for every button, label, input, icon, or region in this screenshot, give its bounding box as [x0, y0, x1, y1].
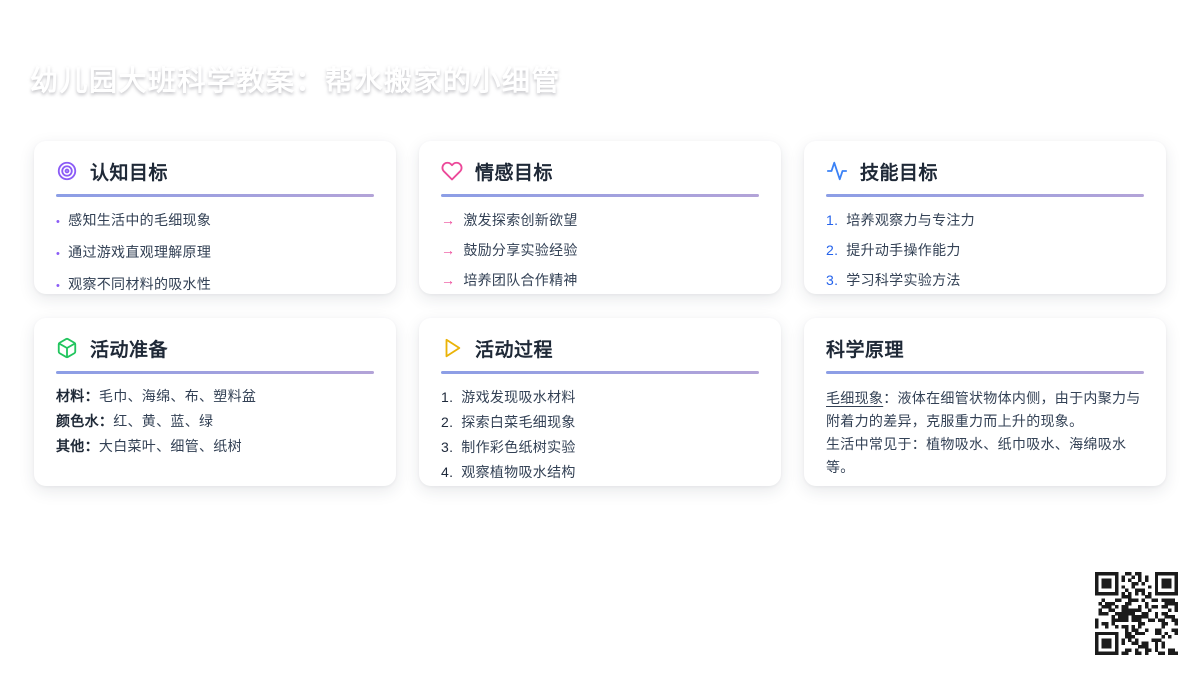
header-underline — [56, 194, 374, 197]
prep-line: 材料：毛巾、海绵、布、塑料盆 — [56, 388, 374, 405]
arrow-marker: → — [441, 212, 456, 228]
list-item: • 观察不同材料的吸水性 — [56, 276, 374, 295]
number-marker: 4. — [441, 464, 454, 480]
examples-text: 生活中常见于：植物吸水、纸巾吸水、海绵吸水等。 — [826, 436, 1127, 475]
card-title: 技能目标 — [860, 162, 939, 184]
target-icon — [56, 160, 78, 182]
header-underline — [826, 371, 1144, 374]
prep-value: 大白菜叶、细管、纸树 — [98, 438, 242, 454]
number-marker: 2. — [441, 414, 454, 430]
card-header: 活动过程 — [441, 334, 759, 362]
bullet-marker: • — [56, 280, 61, 292]
science-paragraphs: 毛细现象：液体在细管状物体内侧，由于内聚力与附着力的差异，克服重力而上升的现象。… — [826, 387, 1144, 479]
play-icon — [441, 337, 463, 359]
list-item-text: 感知生活中的毛细现象 — [68, 212, 212, 228]
list-item-text: 鼓励分享实验经验 — [463, 242, 578, 258]
card-title: 活动准备 — [90, 339, 169, 361]
bullet-marker: • — [56, 216, 61, 228]
number-marker: 2. — [826, 242, 839, 258]
list-item: 4. 观察植物吸水结构 — [441, 464, 759, 481]
prep-value: 毛巾、海绵、布、塑料盆 — [98, 388, 257, 404]
prep-label: 其他： — [56, 438, 99, 454]
card-header: 情感目标 — [441, 157, 759, 185]
arrow-marker: → — [441, 272, 456, 288]
number-marker: 1. — [441, 389, 454, 405]
list-item: 3. 制作彩色纸树实验 — [441, 439, 759, 456]
card-title: 活动过程 — [475, 339, 554, 361]
science-definition: 毛细现象：液体在细管状物体内侧，由于内聚力与附着力的差异，克服重力而上升的现象。 — [826, 387, 1144, 433]
definition-text: ：液体在细管状物体内侧，由于内聚力与附着力的差异，克服重力而上升的现象。 — [826, 390, 1141, 429]
prep-line: 颜色水：红、黄、蓝、绿 — [56, 413, 374, 430]
underlined-term: 毛细现象 — [826, 390, 884, 406]
list-item-text: 观察不同材料的吸水性 — [68, 276, 212, 292]
page-title: 幼儿园大班科学教案：帮水搬家的小细管 — [30, 64, 562, 96]
number-marker: 3. — [826, 272, 839, 288]
prep-value: 红、黄、蓝、绿 — [113, 413, 214, 429]
card-header: 认知目标 — [56, 157, 374, 185]
card-emotional-goals: 情感目标 → 激发探索创新欲望 → 鼓励分享实验经验 → 培养团队合作精神 — [419, 141, 781, 294]
list-item: • 感知生活中的毛细现象 — [56, 212, 374, 231]
list-item: 2. 探索白菜毛细现象 — [441, 414, 759, 431]
science-examples: 生活中常见于：植物吸水、纸巾吸水、海绵吸水等。 — [826, 433, 1144, 479]
list-item-text: 提升动手操作能力 — [846, 242, 961, 258]
card-skill-goals: 技能目标 1. 培养观察力与专注力 2. 提升动手操作能力 3. 学习科学实验方法 — [804, 141, 1166, 294]
box-icon — [56, 337, 78, 359]
activity-icon — [826, 160, 848, 182]
list-item: 1. 培养观察力与专注力 — [826, 212, 1144, 229]
list-item-text: 游戏发现吸水材料 — [461, 389, 576, 405]
qr-code — [1095, 572, 1179, 656]
card-grid: 认知目标 • 感知生活中的毛细现象 • 通过游戏直观理解原理 • 观察不同材料的吸水性… — [34, 141, 1166, 486]
list-item: 1. 游戏发现吸水材料 — [441, 389, 759, 406]
numbered-list: 1. 培养观察力与专注力 2. 提升动手操作能力 3. 学习科学实验方法 — [826, 212, 1144, 289]
header-underline — [56, 371, 374, 374]
arrow-marker: → — [441, 242, 456, 258]
bullet-marker: • — [56, 248, 61, 260]
list-item: • 通过游戏直观理解原理 — [56, 244, 374, 263]
card-activity-preparation: 活动准备 材料：毛巾、海绵、布、塑料盆 颜色水：红、黄、蓝、绿 其他：大白菜叶、… — [34, 318, 396, 486]
list-item-text: 观察植物吸水结构 — [461, 464, 576, 480]
number-marker: 3. — [441, 439, 454, 455]
prep-label: 材料： — [56, 388, 99, 404]
card-header: 科学原理 — [826, 334, 1144, 362]
list-item: → 激发探索创新欲望 — [441, 212, 759, 229]
list-item-text: 探索白菜毛细现象 — [461, 414, 576, 430]
card-header: 技能目标 — [826, 157, 1144, 185]
list-item-text: 培养团队合作精神 — [463, 272, 578, 288]
list-item-text: 激发探索创新欲望 — [463, 212, 578, 228]
list-item-text: 学习科学实验方法 — [846, 272, 961, 288]
prep-line: 其他：大白菜叶、细管、纸树 — [56, 438, 374, 455]
heart-icon — [441, 160, 463, 182]
list-item-text: 培养观察力与专注力 — [846, 212, 975, 228]
list-item: 2. 提升动手操作能力 — [826, 242, 1144, 259]
arrow-list: → 激发探索创新欲望 → 鼓励分享实验经验 → 培养团队合作精神 — [441, 212, 759, 289]
header-underline — [826, 194, 1144, 197]
numbered-list: 1. 游戏发现吸水材料 2. 探索白菜毛细现象 3. 制作彩色纸树实验 4. 观察植物吸… — [441, 389, 759, 481]
number-marker: 1. — [826, 212, 839, 228]
card-title: 认知目标 — [90, 162, 169, 184]
card-title: 科学原理 — [826, 339, 905, 361]
list-item: → 鼓励分享实验经验 — [441, 242, 759, 259]
list-item: → 培养团队合作精神 — [441, 272, 759, 289]
card-cognitive-goals: 认知目标 • 感知生活中的毛细现象 • 通过游戏直观理解原理 • 观察不同材料的吸水性 — [34, 141, 396, 294]
list-item: 3. 学习科学实验方法 — [826, 272, 1144, 289]
list-item-text: 制作彩色纸树实验 — [461, 439, 576, 455]
card-science-principle: 科学原理 毛细现象：液体在细管状物体内侧，由于内聚力与附着力的差异，克服重力而上… — [804, 318, 1166, 486]
card-activity-process: 活动过程 1. 游戏发现吸水材料 2. 探索白菜毛细现象 3. 制作彩色纸树实验 4.… — [419, 318, 781, 486]
header-underline — [441, 194, 759, 197]
bullet-list: • 感知生活中的毛细现象 • 通过游戏直观理解原理 • 观察不同材料的吸水性 — [56, 212, 374, 295]
card-header: 活动准备 — [56, 334, 374, 362]
list-item-text: 通过游戏直观理解原理 — [68, 244, 212, 260]
prep-label: 颜色水： — [56, 413, 114, 429]
header-underline — [441, 371, 759, 374]
card-title: 情感目标 — [475, 162, 554, 184]
prep-lines: 材料：毛巾、海绵、布、塑料盆 颜色水：红、黄、蓝、绿 其他：大白菜叶、细管、纸树 — [56, 388, 374, 455]
